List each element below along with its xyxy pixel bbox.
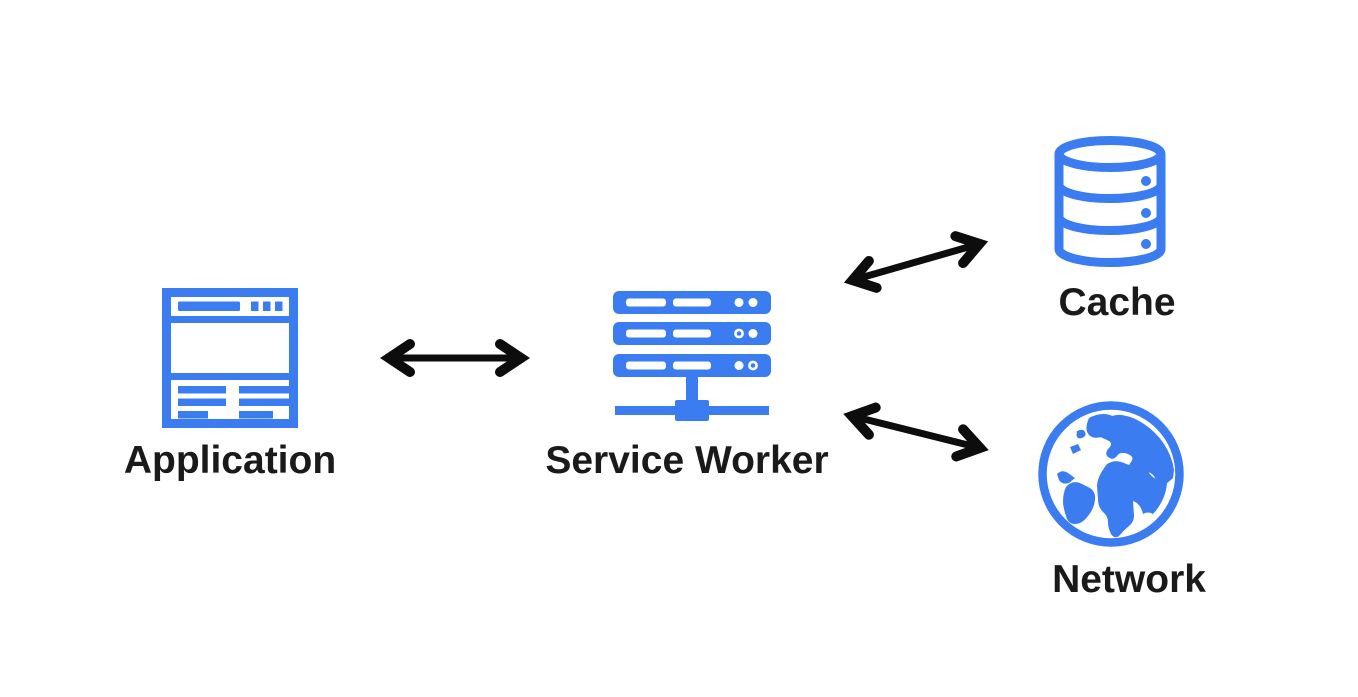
browser-window-icon — [162, 288, 298, 428]
arrow-serviceworker-cache — [838, 222, 993, 302]
node-label-service-worker: Service Worker — [545, 439, 829, 482]
node-application — [162, 288, 298, 428]
database-cylinder-icon — [1054, 136, 1166, 268]
node-label-network: Network — [1052, 558, 1206, 601]
arrow-application-serviceworker — [379, 338, 531, 378]
node-network — [1037, 400, 1185, 548]
arrow-serviceworker-network — [838, 394, 993, 469]
node-label-application: Application — [123, 439, 337, 482]
node-cache — [1054, 136, 1166, 268]
globe-icon — [1037, 400, 1185, 548]
node-service-worker — [613, 291, 771, 425]
node-label-cache: Cache — [1058, 281, 1176, 324]
server-rack-icon — [613, 291, 771, 425]
